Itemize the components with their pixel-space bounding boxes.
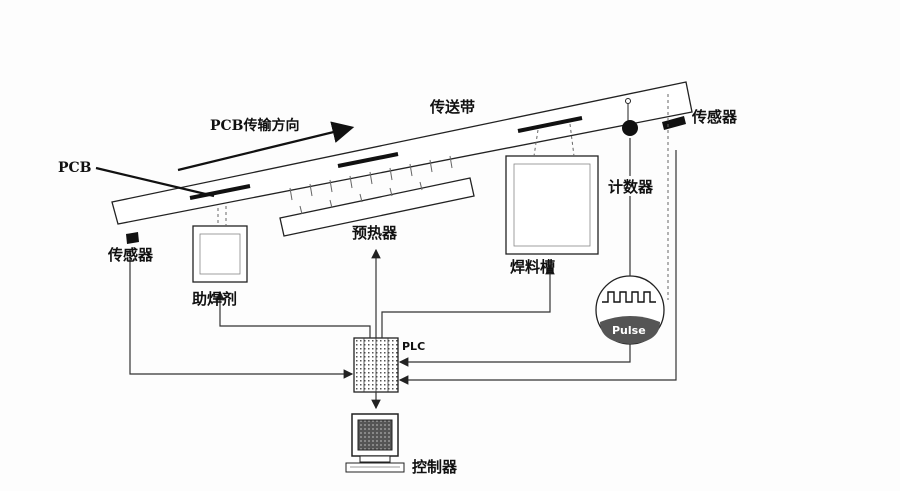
- plc-unit: [353, 337, 399, 393]
- solder-tank-unit: [505, 123, 599, 255]
- pcb-direction-label: PCB传输方向: [210, 117, 300, 134]
- counter-sensor: [622, 98, 638, 136]
- conveyor-label: 传送带: [429, 98, 475, 116]
- direction-arrow: [177, 121, 355, 172]
- solder-tank-label: 焊料槽: [510, 258, 555, 276]
- preheater-label: 预热器: [352, 224, 398, 242]
- pulse-label: Pulse: [612, 324, 646, 337]
- counter-label: 计数器: [608, 178, 654, 196]
- controller-computer-icon: [345, 413, 405, 473]
- pcb-pointer-arrow: [95, 166, 215, 198]
- pulse-generator: [595, 275, 665, 345]
- sensor-left-icon: [126, 232, 139, 244]
- pcb-label: PCB: [58, 160, 92, 176]
- connections: [129, 94, 677, 410]
- plc-label: PLC: [402, 340, 425, 353]
- heat-marks: [289, 155, 453, 215]
- controller-label: 控制器: [412, 458, 458, 476]
- flux-unit: [192, 206, 248, 283]
- conveyor-belt: [111, 81, 693, 225]
- flux-label: 助焊剂: [192, 290, 237, 308]
- sensor-left-label: 传感器: [107, 246, 154, 264]
- pcb-boards: [189, 116, 583, 200]
- sensor-right-icon: [662, 116, 686, 130]
- sensor-right-label: 传感器: [691, 108, 738, 126]
- preheater-unit: [279, 155, 475, 237]
